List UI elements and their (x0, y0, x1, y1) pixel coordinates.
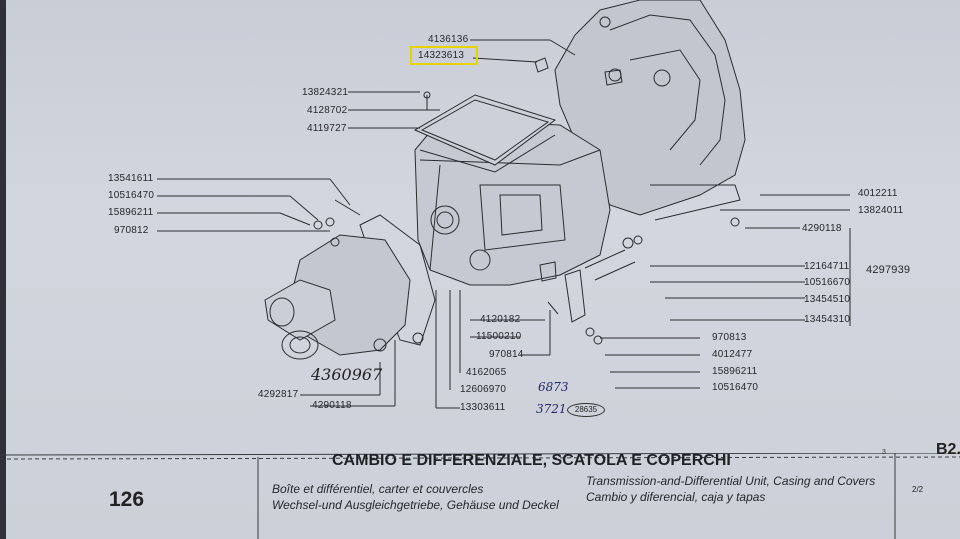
part-number: 970814 (489, 349, 524, 360)
title-german: Wechsel-und Ausgleichgetriebe, Gehäuse u… (272, 498, 559, 512)
part-number: 13454510 (804, 294, 851, 305)
title-french: Boîte et différentiel, carter et couverc… (272, 482, 484, 496)
highlight-box (410, 46, 478, 65)
sheet-number: 2/2 (912, 485, 924, 494)
part-number: 4162065 (466, 367, 507, 378)
part-number: 13541611 (108, 173, 154, 184)
part-number: 13824321 (302, 87, 349, 98)
handwritten-note: 3721 (536, 402, 567, 416)
part-number: 4012477 (712, 349, 753, 360)
part-number: 13454310 (804, 314, 851, 325)
part-number: 13303611 (460, 402, 506, 413)
footer-rules (0, 453, 960, 539)
part-number: 11500210 (476, 331, 522, 342)
part-number: 4290118 (802, 223, 842, 234)
part-number: 15896211 (712, 366, 758, 377)
part-number: 970812 (114, 225, 149, 236)
part-number: 10516470 (712, 382, 759, 393)
part-number: 12606970 (460, 384, 507, 395)
part-number: 10516670 (804, 277, 851, 288)
page-number: 126 (109, 488, 145, 511)
section-title: CAMBIO E DIFFERENZIALE, SCATOLA E COPERC… (332, 452, 731, 469)
footer-small-number: 3 (882, 449, 886, 456)
part-number: 4119727 (307, 123, 347, 134)
part-number: 12164711 (804, 261, 850, 272)
part-number: 4290118 (312, 400, 352, 411)
title-english: Transmission-and-Differential Unit, Casi… (586, 474, 876, 488)
part-number: 4012211 (858, 188, 898, 199)
part-number: 4297939 (866, 264, 911, 276)
part-number: 970813 (712, 332, 747, 343)
handwritten-note: 4360967 (311, 365, 383, 384)
section-code: B2. (936, 441, 960, 458)
part-number: 4120182 (480, 314, 521, 325)
part-number: 4292817 (258, 389, 299, 400)
catalog-footer: 3 (0, 449, 960, 539)
part-number: 10516470 (108, 190, 155, 201)
handwritten-note: 6873 (538, 380, 569, 394)
title-spanish: Cambio y diferencial, caja y tapas (586, 490, 766, 504)
part-number: 4128702 (307, 105, 348, 116)
part-number: 4136136 (428, 34, 469, 45)
part-number: 15896211 (108, 207, 154, 218)
part-number-highlighted: 14323613 (418, 50, 465, 61)
circled-reference: 28635 (567, 403, 605, 417)
part-number: 13824011 (858, 205, 904, 216)
